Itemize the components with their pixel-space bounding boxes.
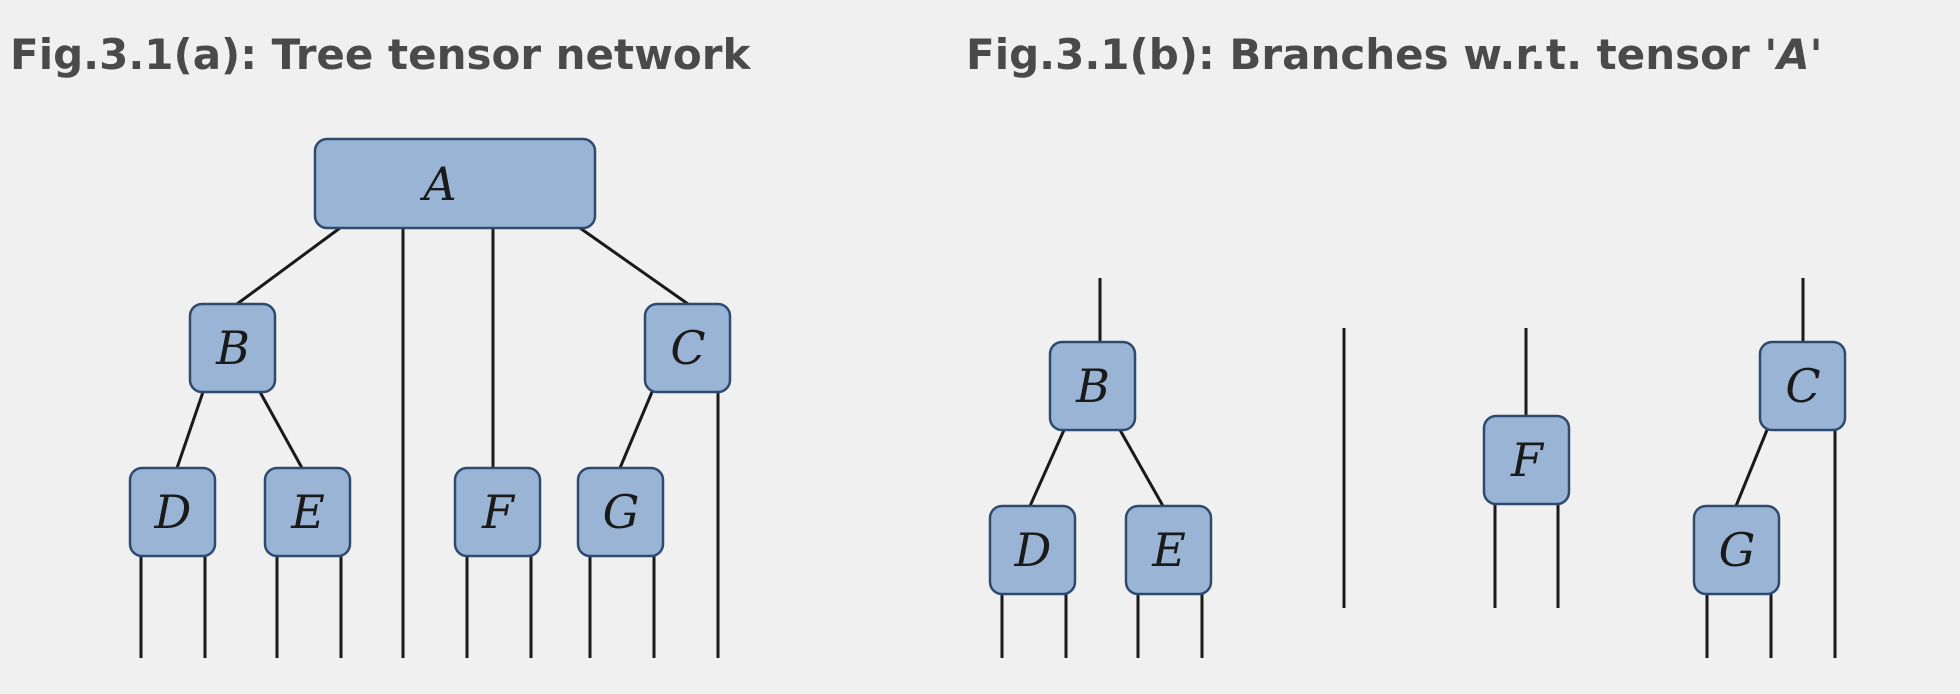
branch-node-g: G: [1692, 504, 1781, 596]
edge-c-g: [618, 391, 654, 469]
figure-b-branches: B D E: [988, 278, 1847, 658]
branch-node-f-box: [1482, 414, 1571, 506]
tensor-node-b: B: [188, 302, 277, 394]
tensor-node-a-label: A: [419, 157, 456, 211]
branch-node-g-label: G: [1719, 523, 1756, 577]
tensor-node-d-box: [128, 466, 217, 558]
edge-b-e: [258, 391, 304, 469]
tensor-node-f-box: [453, 466, 542, 558]
branch-node-b-box: [1048, 340, 1137, 432]
branch-b-edge-d: [1028, 429, 1066, 507]
tensor-node-e: E: [263, 466, 352, 558]
figure-b-title-emphasis: 'A': [1764, 30, 1823, 79]
tensor-node-d-label: D: [154, 485, 192, 539]
branch-node-e: E: [1124, 504, 1213, 596]
branch-node-c-label: C: [1785, 359, 1820, 413]
tensor-node-f: F: [453, 466, 542, 558]
branch-node-e-label: E: [1151, 523, 1186, 577]
branch-node-d-label: D: [1014, 523, 1052, 577]
figure-a-edges: [139, 226, 720, 658]
figure-b-title: Fig.3.1(b): Branches w.r.t. tensor 'A': [966, 30, 1823, 80]
tensor-node-g: G: [576, 466, 665, 558]
branch-node-f-label: F: [1510, 433, 1545, 487]
figure-b-title-text: Fig.3.1(b): Branches w.r.t. tensor: [966, 30, 1765, 79]
tensor-node-c-box: [643, 302, 732, 394]
branch-node-b-label: B: [1075, 359, 1110, 413]
branch-node-d-box: [988, 504, 1077, 596]
tensor-node-f-label: F: [481, 485, 516, 539]
tensor-node-a: A: [313, 137, 597, 230]
figure-a-tree-network: A B C D E F G: [128, 137, 732, 658]
branch-b: B D E: [988, 278, 1213, 658]
tensor-node-c-label: C: [670, 321, 705, 375]
tensor-node-e-label: E: [290, 485, 325, 539]
branch-b-edge-e: [1118, 429, 1165, 507]
branch-c: C G: [1692, 278, 1847, 658]
branch-node-g-box: [1692, 504, 1781, 596]
figure-a-title-text: Fig.3.1(a): Tree tensor network: [10, 30, 751, 79]
tensor-node-c: C: [643, 302, 732, 394]
branch-node-c-box: [1758, 340, 1847, 432]
tensor-node-g-box: [576, 466, 665, 558]
branch-node-d: D: [988, 504, 1077, 596]
figure-a-title: Fig.3.1(a): Tree tensor network: [10, 30, 750, 80]
branch-node-f: F: [1482, 414, 1571, 506]
tensor-node-g-label: G: [603, 485, 640, 539]
edge-a-c: [579, 226, 689, 306]
branch-node-e-box: [1124, 504, 1213, 596]
tensor-node-a-box: [313, 137, 597, 230]
edge-b-d: [175, 391, 205, 469]
tensor-node-e-box: [263, 466, 352, 558]
branch-node-b: B: [1048, 340, 1137, 432]
branch-node-c: C: [1758, 340, 1847, 432]
tensor-node-d: D: [128, 466, 217, 558]
tensor-node-b-label: B: [215, 321, 250, 375]
branch-f: F: [1482, 328, 1571, 608]
edge-a-b: [236, 226, 341, 306]
branch-c-edge-g: [1734, 429, 1769, 507]
tensor-node-b-box: [188, 302, 277, 394]
